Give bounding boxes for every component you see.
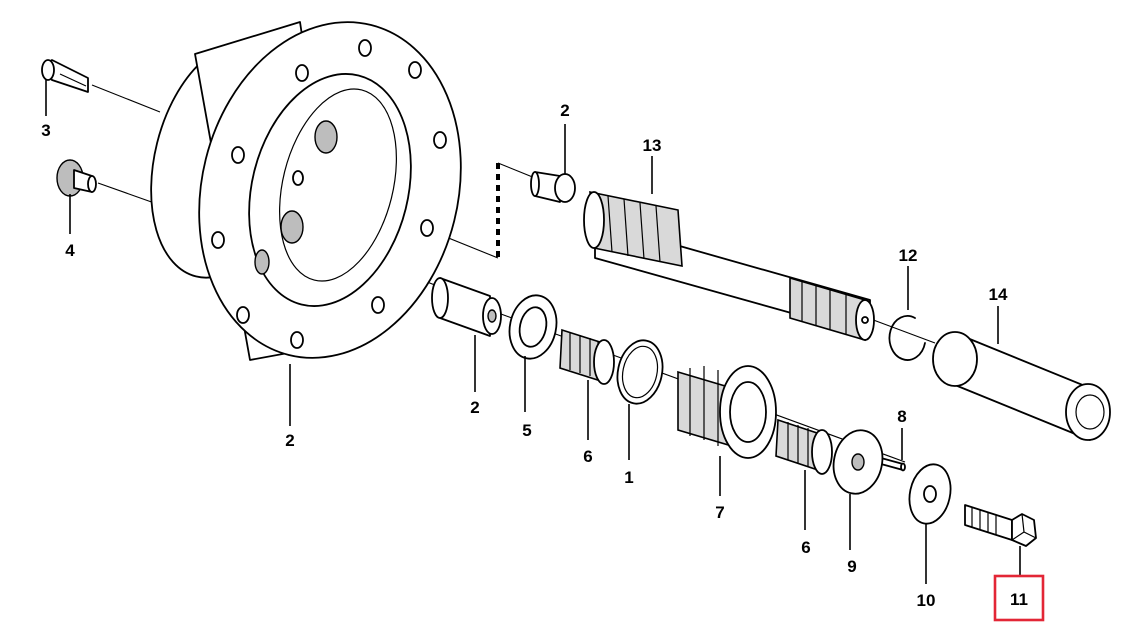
threaded-plug: [56, 159, 97, 197]
label-part-6-first: 6: [583, 447, 592, 466]
label-part-1: 1: [624, 468, 633, 487]
callout-labels: 3 4 2 2 13 12 14 2 5 6 1 7 6 8 9 10 11: [41, 101, 1045, 622]
label-part-10: 10: [917, 591, 936, 610]
retaining-ring: [888, 315, 926, 361]
needle-bearing-second: [775, 418, 833, 475]
thrust-washer: [508, 294, 558, 360]
splined-sleeve-tube: [932, 331, 1111, 441]
label-part-2-plug: 2: [560, 101, 569, 120]
o-ring: [616, 339, 664, 405]
flat-washer: [908, 463, 952, 525]
highlight-box-part-11: [993, 574, 1045, 622]
planet-gear: [677, 365, 777, 459]
label-part-5: 5: [522, 421, 531, 440]
label-part-2-hub: 2: [285, 431, 294, 450]
hex-bolt: [964, 504, 1037, 547]
leader-lines: [45, 80, 1021, 584]
countersunk-screw: [41, 59, 89, 93]
needle-bearing: [559, 328, 615, 385]
label-part-2-bushing: 2: [470, 398, 479, 417]
label-part-12: 12: [899, 246, 918, 265]
label-part-7: 7: [715, 503, 724, 522]
label-part-14: 14: [989, 285, 1008, 304]
splined-shaft: [583, 191, 875, 342]
label-part-13: 13: [643, 136, 662, 155]
label-part-3: 3: [41, 121, 50, 140]
label-part-9: 9: [847, 557, 856, 576]
shaft-plug: [530, 171, 576, 203]
hub-flange-housing: [150, 21, 462, 361]
label-part-8: 8: [897, 407, 906, 426]
bushing: [431, 277, 502, 337]
label-part-4: 4: [65, 241, 75, 260]
label-part-6-second: 6: [801, 538, 810, 557]
thrust-washer-second: [832, 429, 884, 495]
label-part-11[interactable]: 11: [1010, 590, 1028, 609]
